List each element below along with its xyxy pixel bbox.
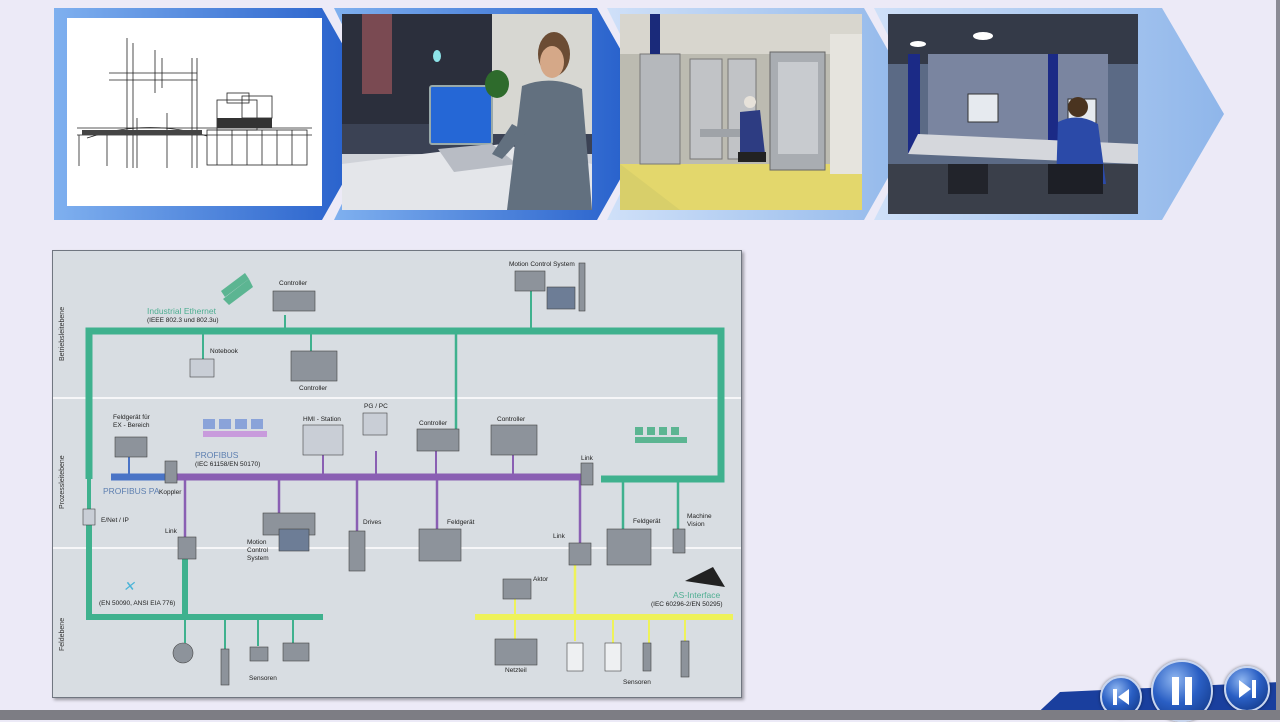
device-label-sensoren-left: Sensoren (249, 675, 277, 682)
next-button[interactable] (1224, 666, 1270, 712)
device-label-link-bottom: Link (553, 533, 565, 540)
pause-icon (1172, 677, 1192, 705)
level-label-prozessleitebene: Prozessleitebene (59, 455, 66, 509)
profibus-name: PROFIBUS (195, 450, 239, 460)
profibus-standard: (IEC 61158/EN 50170) (195, 461, 261, 468)
level-label-betriebsleitebene: Betriebsleitebene (59, 306, 66, 361)
skip-back-icon (1113, 689, 1129, 705)
storyboard-strip (52, 6, 1227, 222)
device-label-hmi-station: HMI - Station (303, 416, 341, 423)
device-label-koppler: Koppler (159, 489, 182, 496)
ethernet-standard: (IEEE 802.3 und 802.3u) (147, 317, 219, 324)
device-label-machine-vision: Machine Vision (687, 513, 712, 528)
frame-operator-in-control-room (888, 14, 1138, 214)
device-label-motion-control-system-bottom: Motion Control System (247, 539, 269, 562)
skip-forward-icon (1239, 680, 1256, 698)
profibus-pa-name: PROFIBUS PA (103, 486, 160, 496)
asi-name: AS-Interface (673, 590, 721, 600)
frame-engineer-at-laptop (342, 14, 592, 210)
svg-text:✕: ✕ (123, 578, 136, 594)
device-label-ethernet-ip: E/Net / IP (101, 517, 129, 524)
frame-technician-at-control-cabinets (620, 14, 862, 210)
device-label-controller-mid: Controller (299, 385, 328, 392)
device-label-feldgeraet-ex: Feldgerät für EX - Bereich (113, 414, 150, 429)
eib-standard: (EN 50090, ANSI EIA 776) (99, 600, 176, 607)
level-label-feldebene: Feldebene (59, 617, 66, 651)
device-label-sensoren-right: Sensoren (623, 679, 651, 686)
device-label-netzteil: Netzteil (505, 667, 527, 674)
device-label-controller-left: Controller (419, 420, 448, 427)
device-label-motion-control-system-top: Motion Control System (509, 261, 575, 268)
device-label-notebook: Notebook (210, 348, 238, 355)
device-label-feldgeraet-mid: Feldgerät (447, 519, 475, 526)
device-label-feldgeraet-right: Feldgerät (633, 518, 661, 525)
device-label-link-left: Link (165, 528, 177, 535)
window-right-edge (1276, 0, 1280, 720)
device-label-controller-right: Controller (497, 416, 526, 423)
automation-network-diagram: ✕ Betriebsleitebene Prozessleitebene Fel… (52, 250, 742, 698)
device-label-aktor: Aktor (533, 576, 549, 583)
device-label-controller-top: Controller (279, 280, 308, 287)
device-label-pg-pc: PG / PC (364, 403, 388, 410)
frame-wireframe-plant-model (67, 18, 322, 206)
ethernet-name: Industrial Ethernet (147, 306, 216, 316)
device-label-link-right: Link (581, 455, 593, 462)
device-label-drives: Drives (363, 519, 382, 526)
bottom-bar (0, 710, 1280, 720)
asi-standard: (IEC 60296-2/EN 50295) (651, 601, 723, 608)
